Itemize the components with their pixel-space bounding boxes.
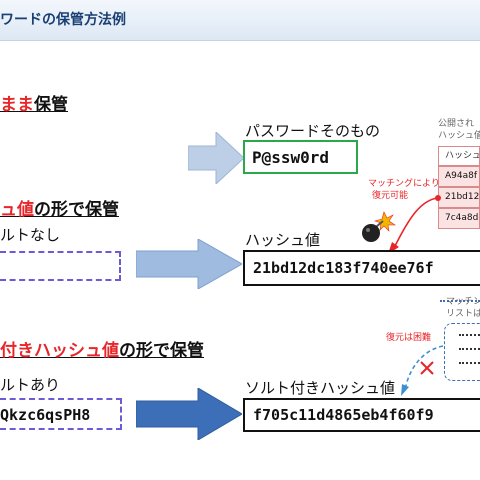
hard-restore-annotation: 復元は困難: [386, 333, 432, 343]
plain-password-value: P@ssw0rd: [252, 148, 330, 167]
salted-hash-box: f705c11d4865eb4f60f9: [243, 398, 480, 432]
section1-heading: まま保管: [0, 90, 68, 115]
public-hash-row: 7c4a8d: [438, 208, 480, 229]
match-list-box: [444, 323, 480, 381]
page-title: ワードの保管方法例: [0, 12, 126, 28]
public-list-title-2: ハッシュ値: [438, 131, 480, 141]
section3-result-label: ソルト付きハッシュ値: [245, 379, 396, 397]
section3-heading-red: 付きハッシュ値: [0, 341, 119, 361]
match-list-entry: [459, 362, 480, 364]
plain-password-box: P@ssw0rd: [243, 140, 358, 174]
match-list-title-1: マッチン: [446, 297, 480, 307]
section3-heading: 付きハッシュ値の形で保管: [0, 336, 204, 361]
arrow-2: [136, 239, 242, 289]
salted-hash-value: f705c11d4865eb4f60f9: [253, 406, 434, 424]
section3-salt-label: ルトあり: [0, 376, 61, 394]
arrow-1: [188, 132, 244, 184]
public-hash-table: ハッシュ A94a8f 21bd12 7c4a8d: [438, 146, 480, 230]
bomb-icon: [362, 211, 396, 242]
arrow-3: [136, 388, 242, 440]
section2-heading: ュ値の形で保管: [0, 195, 119, 220]
match-list-title-2: リストは: [446, 309, 480, 319]
public-list-title-1: 公開され: [438, 119, 475, 129]
match-annotation-line1: マッチングにより: [368, 179, 440, 189]
hash-value-box: 21bd12dc183f740ee76f: [243, 250, 480, 286]
hash-value: 21bd12dc183f740ee76f: [253, 259, 434, 277]
section3-salt-box: Qkzc6qsPH8: [0, 398, 122, 430]
section2-salt-label: ルトなし: [0, 226, 61, 244]
section3-heading-black: の形で保管: [119, 341, 204, 361]
public-hash-row: 21bd12: [438, 187, 480, 208]
title-bar: ワードの保管方法例: [0, 0, 480, 41]
section2-salt-box: [0, 251, 121, 281]
match-annotation-line2: 復元可能: [372, 191, 409, 201]
public-hash-row: ハッシュ: [438, 146, 480, 166]
section1-heading-black: 保管: [34, 95, 68, 115]
section2-heading-black: の形で保管: [34, 200, 119, 220]
section2-result-label: ハッシュ値: [245, 231, 321, 249]
section1-result-label: パスワードそのもの: [245, 122, 381, 140]
salt-value: Qkzc6qsPH8: [0, 406, 91, 424]
section-divider: [440, 300, 480, 302]
match-list-entry: [459, 348, 480, 350]
public-hash-row: A94a8f: [438, 166, 480, 187]
section2-heading-red: ュ値: [0, 200, 34, 220]
match-list-entry: [459, 334, 480, 336]
section1-heading-red: まま: [0, 95, 34, 115]
hard-restore-arrow: [401, 345, 444, 396]
